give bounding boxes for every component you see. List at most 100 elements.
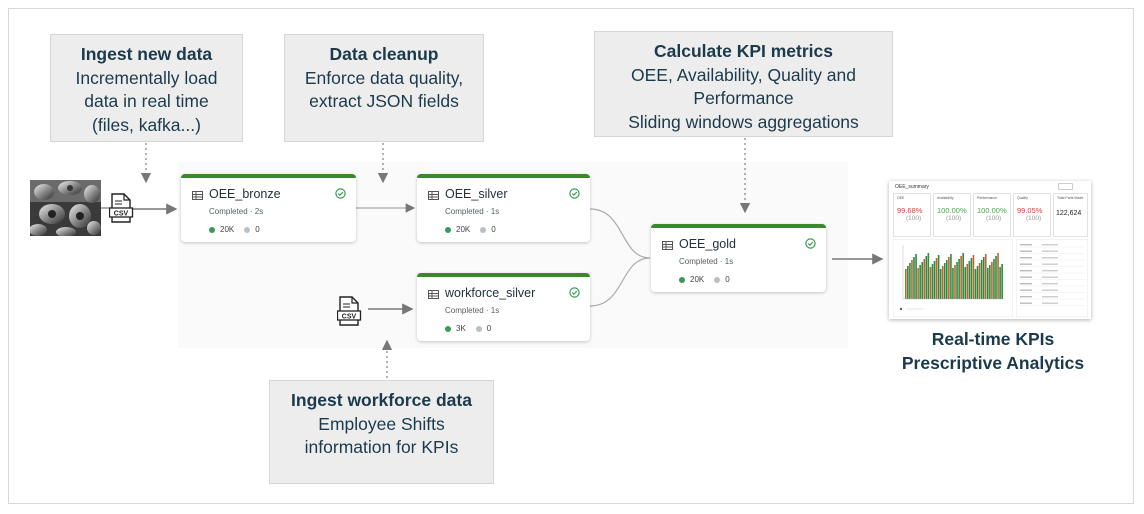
thumbnail-bar [958,259,960,299]
node-status: Completed · 1s [679,257,734,266]
result-caption: Real-time KPIs Prescriptive Analytics [880,328,1106,375]
kpi-tile-oee: OEE 99.68% (100) [893,193,931,237]
kpi-target: (100) [1026,215,1042,222]
thumbnail-bar [997,253,999,299]
node-status: Completed · 1s [445,207,500,216]
check-circle-icon [569,188,580,199]
silver-to-gold-curve [589,208,651,259]
thumbnail-bar [927,253,930,299]
callout-calculate-kpi: Calculate KPI metrics OEE, Availability,… [594,31,893,137]
node-name: OEE_bronze [209,187,281,201]
rows-dropped: 0 [725,275,730,284]
thumbnail-table-cell [1020,276,1032,278]
csv-file-icon: CSV [109,193,134,223]
thumbnail-bar [950,254,952,299]
thumbnail-bar [907,266,909,299]
thumbnail-bar [978,263,981,299]
dashboard-toolbar-button [1058,183,1073,190]
check-circle-icon [569,287,580,298]
thumbnail-table-cell [1020,289,1032,291]
callout-line: Enforce data quality, [304,67,464,88]
node-name: OEE_silver [445,187,508,201]
kpi-label: OEE [897,196,905,200]
callout-ingest-new-data: Ingest new data Incrementally load data … [50,34,243,142]
thumbnail-table-cell [1042,302,1058,304]
thumbnail-table-cell [1020,263,1032,265]
workforce-to-gold-curve [589,257,651,307]
kpi-target: (100) [986,215,1002,222]
thumbnail-bar [909,263,911,299]
thumbnail-bar [995,256,997,299]
rows-written: 20K [456,225,471,234]
callout-line: Incrementally load [75,67,218,88]
thumbnail-bar [937,255,940,299]
thumbnail-bar [966,264,969,299]
thumbnail-bar [984,254,987,299]
thumbnail-table-cell [1020,302,1032,304]
table-icon [192,191,203,200]
callout-line: Performance [693,88,794,108]
node-metrics: 20K 0 [679,275,730,284]
node-metrics: 20K 0 [209,225,260,234]
thumbnail-bar [980,260,983,299]
thumbnail-table-cell [1042,244,1058,246]
callout-line: Employee Shifts [318,413,445,434]
kpi-tile-quality: Quality 99.05% (100) [1013,193,1051,237]
thumbnail-bar [919,265,921,299]
kpi-target: (100) [906,215,922,222]
rows-written: 20K [220,225,235,234]
diagram-frame [8,8,1134,504]
thumbnail-bar [972,255,975,299]
thumbnail-bar [1001,264,1003,299]
thumbnail-bar [917,268,919,299]
kpi-target: (100) [946,215,962,222]
callout-line: OEE, Availability, Quality and [630,64,857,85]
callout-line: Sliding windows aggregations [628,111,859,132]
rows-dropped: 0 [255,225,260,234]
thumbnail-bar [989,265,991,299]
csv-file-icon: CSV [337,296,362,326]
thumbnail-table-cell [1020,270,1032,272]
thumbnail-bar [987,268,989,299]
thumbnail-bar [982,257,985,299]
thumbnail-bar [964,267,967,299]
dashboard-thumbnail[interactable]: OEE_summary OEE 99.68% (100) Availabilit… [889,181,1091,319]
node-status: Completed · 2s [209,207,264,216]
thumbnail-bar [913,257,915,299]
kpi-value: 99.68% [897,206,923,215]
thumbnail-bar [974,269,977,299]
callout-title: Data cleanup [329,44,439,64]
thumbnail-bar [921,262,923,299]
table-icon [428,191,439,200]
thumbnail-bar [946,260,948,299]
node-oee-bronze[interactable]: OEE_bronze Completed · 2s 20K 0 [181,174,356,242]
rows-written: 20K [690,275,705,284]
thumbnail-bar [999,267,1001,299]
callout-line: (files, kafka...) [92,114,201,135]
machine-parts-photo [30,180,101,236]
thumbnail-bar [948,257,950,299]
callout-title: Ingest new data [80,44,213,64]
thumbnail-bar [968,261,971,299]
result-line-1: Real-time KPIs [931,329,1055,349]
thumbnail-table-cell [1020,296,1032,298]
thumbnail-table-cell [1020,244,1032,246]
kpi-value: 122,624 [1056,210,1082,217]
thumbnail-bar [991,262,993,299]
kpi-label: Availability [937,196,954,200]
thumbnail-bar [925,256,928,299]
kpi-value: 100.00% [977,206,1007,215]
thumbnail-bar [954,265,956,299]
callout-title: Calculate KPI metrics [654,41,833,61]
thumbnail-bar [935,258,938,299]
thumbnail-bar [923,259,926,299]
thumbnail-table-cell [1042,296,1058,298]
csv-label: CSV [342,314,357,321]
dashboard-title: OEE_summary [895,184,929,190]
